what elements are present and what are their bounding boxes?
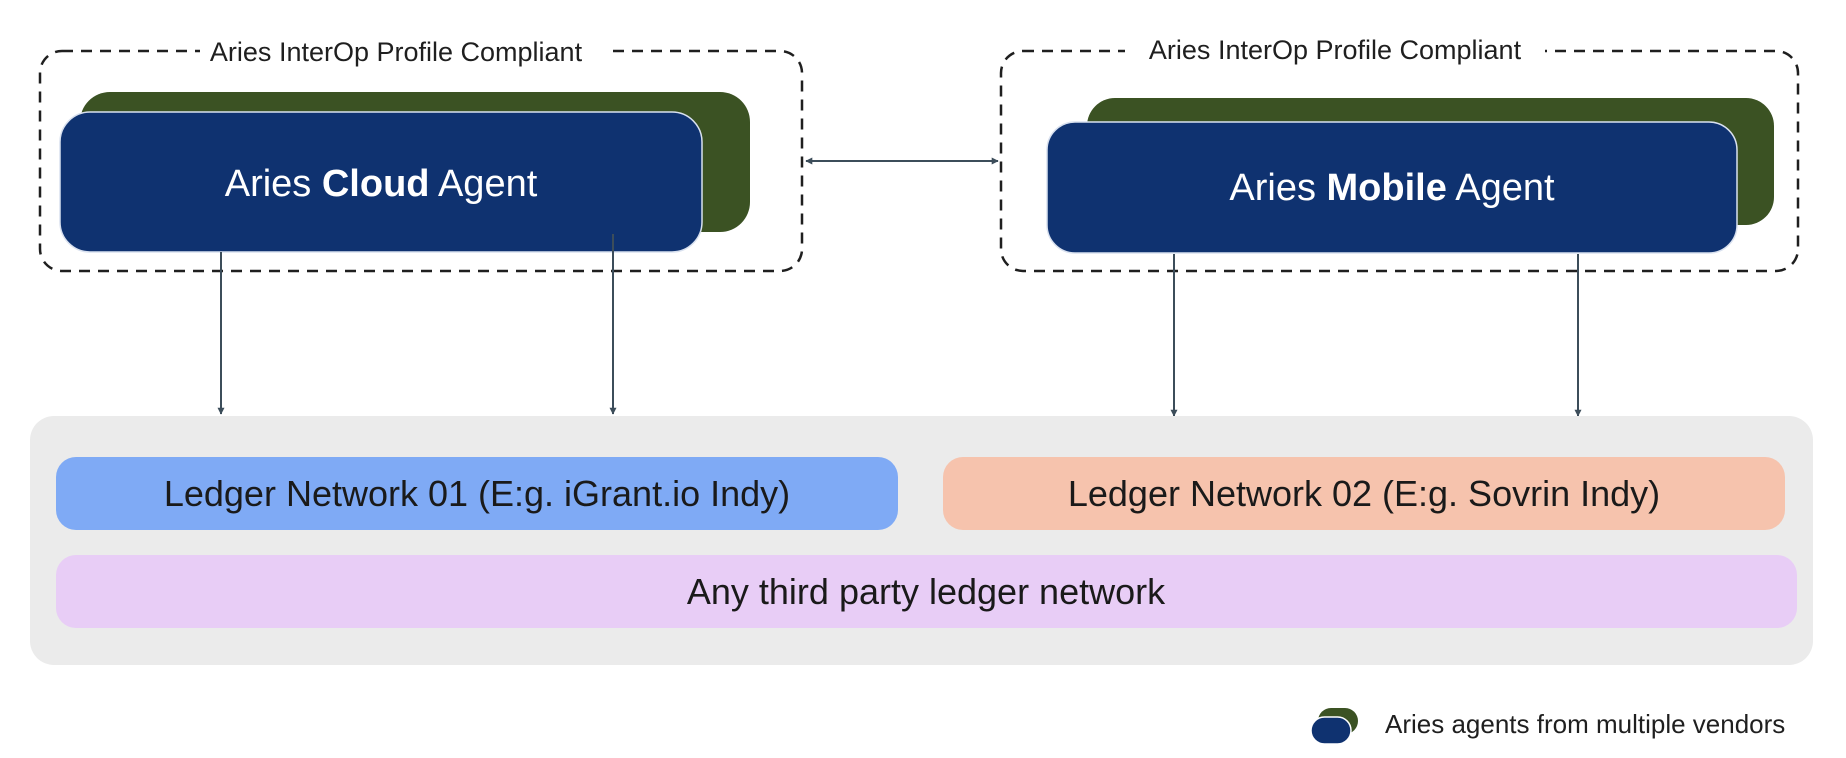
left-compliance-label: Aries InterOp Profile Compliant [210, 37, 583, 67]
right-label-backdrop [1125, 30, 1545, 70]
cloud-agent-title: Aries Cloud Agent [225, 163, 538, 205]
right-compliance-boundary [999, 49, 1800, 273]
cloud-agent-card [59, 111, 703, 253]
ledger-layer: Ledger Network 01 (E:g. iGrant.io Indy) … [30, 416, 1813, 665]
mobile-agent-title: Aries Mobile Agent [1229, 167, 1555, 209]
legend: Aries agents from multiple vendors [1310, 708, 1785, 745]
cloud-agent-title-suffix: Agent [430, 163, 538, 205]
mobile-agent-title-prefix: Aries [1229, 167, 1326, 209]
ledger-network-02-bar [943, 457, 1785, 530]
third-party-ledger-label: Any third party ledger network [687, 571, 1166, 612]
right-compliance-label: Aries InterOp Profile Compliant [1149, 35, 1522, 65]
left-compliance-group: Aries InterOp Profile Compliant Aries Cl… [38, 32, 804, 273]
cloud-agent-title-prefix: Aries [225, 163, 322, 205]
right-compliance-group: Aries InterOp Profile Compliant Aries Mo… [999, 30, 1800, 273]
multi-vendor-icon [1310, 708, 1358, 745]
third-party-ledger-bar [56, 555, 1797, 628]
mobile-agent-title-suffix: Agent [1447, 167, 1555, 209]
mobile-agent-card [1046, 121, 1738, 254]
mobile-agent-title-bold: Mobile [1327, 167, 1447, 209]
ledger-network-02-label: Ledger Network 02 (E:g. Sovrin Indy) [1068, 473, 1660, 514]
ledger-network-01-bar [56, 457, 898, 530]
left-label-backdrop [200, 32, 605, 72]
cloud-agent-title-bold: Cloud [322, 163, 430, 205]
left-compliance-boundary [38, 49, 804, 273]
legend-label: Aries agents from multiple vendors [1385, 709, 1785, 739]
ledger-network-01-label: Ledger Network 01 (E:g. iGrant.io Indy) [164, 473, 790, 514]
